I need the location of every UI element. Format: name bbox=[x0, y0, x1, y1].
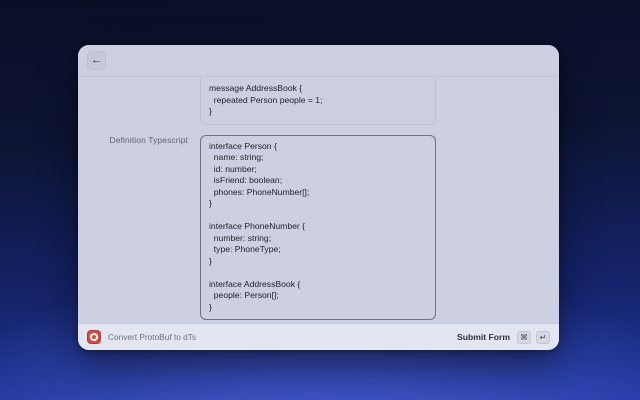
form-row-definition-typescript: Definition Typescript interface Person {… bbox=[78, 134, 559, 320]
form-body: message AddressBook { repeated Person pe… bbox=[78, 77, 559, 323]
toolbar-left-group: Convert ProtoBuf to dTs bbox=[87, 330, 196, 344]
row-field-protobuf: message AddressBook { repeated Person pe… bbox=[200, 78, 436, 125]
return-key-icon[interactable]: ↵ bbox=[536, 330, 550, 344]
code-block-typescript[interactable]: interface Person { name: string; id: num… bbox=[200, 134, 436, 320]
submit-form-label[interactable]: Submit Form bbox=[457, 332, 510, 342]
window-titlebar: ← bbox=[78, 45, 559, 77]
toolbar-right-group: Submit Form ⌘ ↵ bbox=[457, 330, 550, 344]
app-title: Convert ProtoBuf to dTs bbox=[108, 332, 197, 342]
bottom-toolbar: Convert ProtoBuf to dTs Submit Form ⌘ ↵ bbox=[78, 323, 559, 350]
back-button[interactable]: ← bbox=[87, 51, 106, 70]
app-window: ← message AddressBook { repeated Person … bbox=[78, 45, 559, 350]
form-row-protobuf-definition: message AddressBook { repeated Person pe… bbox=[78, 78, 559, 125]
row-spacer bbox=[78, 125, 559, 135]
row-field-definition-typescript: interface Person { name: string; id: num… bbox=[200, 134, 436, 320]
row-label-definition-typescript: Definition Typescript bbox=[109, 134, 188, 145]
command-key-icon[interactable]: ⌘ bbox=[517, 330, 531, 344]
record-circle-icon bbox=[87, 330, 101, 344]
code-block-protobuf[interactable]: message AddressBook { repeated Person pe… bbox=[200, 78, 436, 125]
arrow-left-icon: ← bbox=[91, 54, 102, 66]
record-circle-inner bbox=[90, 333, 98, 341]
